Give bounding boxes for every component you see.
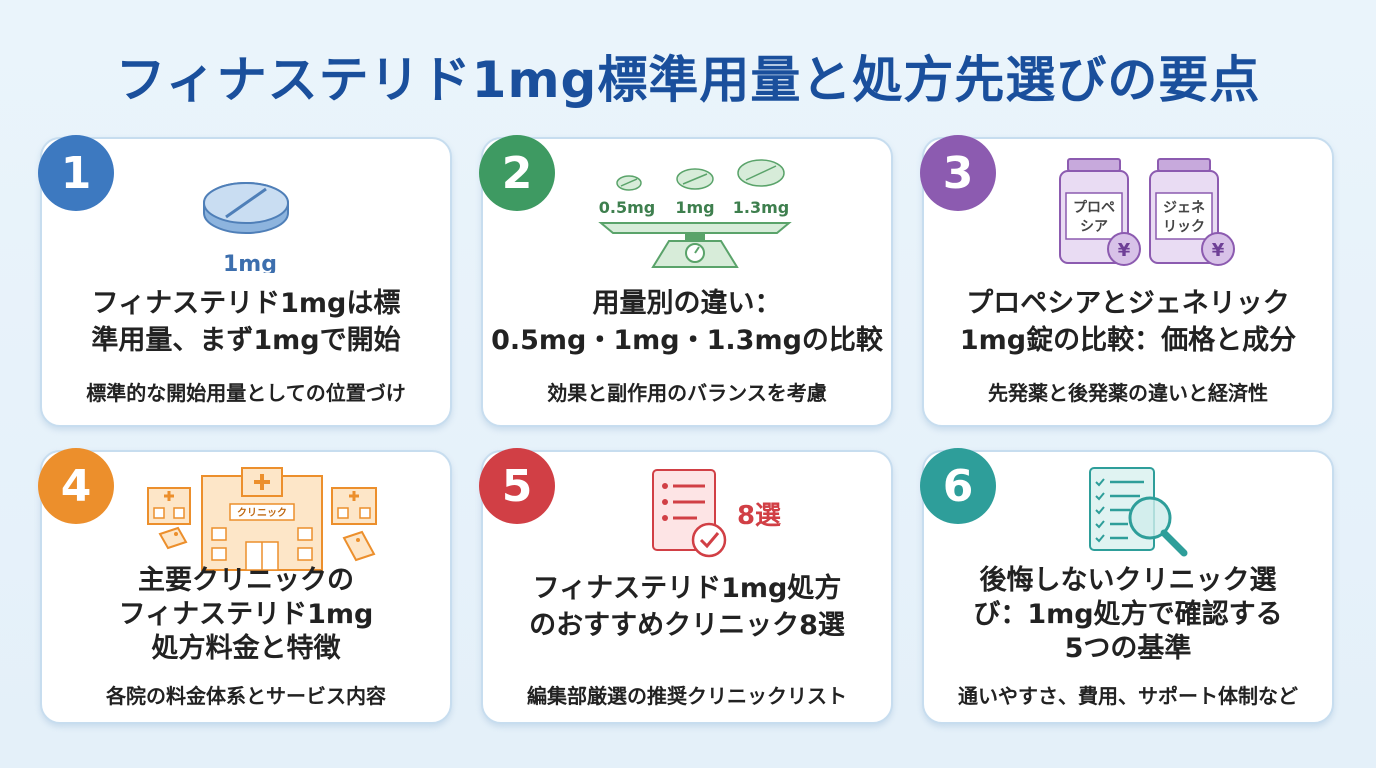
bottle-label-2a: ジェネ <box>1163 200 1205 216</box>
card-4-subtitle: 各院の料金体系とサービス内容 <box>106 684 386 708</box>
step-badge-6: 6 <box>920 448 996 524</box>
eight-picks-label: 8選 <box>737 501 781 531</box>
dose-label-05: 0.5mg <box>599 198 655 217</box>
bottle-label-1b: シア <box>1080 219 1108 235</box>
dose-label-1: 1mg <box>675 198 714 217</box>
bottle-label-2b: リック <box>1163 219 1205 235</box>
card-6: 6 後悔しないクリニック選 び：1mg処方で確認する 5つの基準 通いやすさ、費… <box>920 448 1334 724</box>
step-badge-3: 3 <box>920 135 996 211</box>
card-4-heading: 主要クリニックの フィナステリド1mg 処方料金と特徴 <box>118 565 374 664</box>
step-badge-4: 4 <box>38 448 114 524</box>
card-4: 4 クリニック 主要クリニックの フィナステリド1mg 処方料金と特徴 <box>38 448 452 724</box>
card-3: 3 プロペ シア ¥ ジェネ リック ¥ プロペシアとジェネリック 1mg錠の比… <box>920 135 1334 427</box>
card-1-subtitle: 標準的な開始用量としての位置づけ <box>86 381 406 405</box>
dose-label-13: 1.3mg <box>733 198 789 217</box>
checklist-icon: 8選 <box>652 469 781 558</box>
card-2-heading: 用量別の違い： 0.5mg・1mg・1.3mgの比較 <box>491 288 883 356</box>
bottle-label-1a: プロペ <box>1073 200 1115 216</box>
card-2-subtitle: 効果と副作用のバランスを考慮 <box>547 381 827 405</box>
scale-icon: 0.5mg 1mg 1.3mg <box>598 159 792 268</box>
page-title: フィナステリド1mg標準用量と処方先選びの要点 <box>115 51 1261 109</box>
card-5: 5 8選 フィナステリド1mg処方 のおすすめクリニック8選 編集部厳選の推奨ク… <box>479 448 893 724</box>
clinic-sign-label: クリニック <box>237 507 287 519</box>
yen-coin-icon: ¥ <box>1118 240 1131 261</box>
card-5-subtitle: 編集部厳選の推奨クリニックリスト <box>527 684 847 708</box>
tablet-dose-label: 1mg <box>223 252 277 273</box>
card-6-heading: 後悔しないクリニック選 び：1mg処方で確認する 5つの基準 <box>973 565 1283 664</box>
card-5-heading: フィナステリド1mg処方 のおすすめクリニック8選 <box>529 573 845 641</box>
card-3-subtitle: 先発薬と後発薬の違いと経済性 <box>988 381 1268 405</box>
tablet-icon: 1mg <box>203 182 289 273</box>
step-badge-2: 2 <box>479 135 555 211</box>
card-6-subtitle: 通いやすさ、費用、サポート体制など <box>958 684 1298 708</box>
step-badge-5: 5 <box>479 448 555 524</box>
medicine-bottles-icon: プロペ シア ¥ ジェネ リック ¥ <box>1059 158 1235 266</box>
card-2: 2 0.5mg 1mg 1.3mg 用量別の違い： 0.5mg・1mg・1.3m… <box>479 135 893 427</box>
yen-coin-icon-2: ¥ <box>1212 240 1225 261</box>
step-badge-1: 1 <box>38 135 114 211</box>
card-3-heading: プロペシアとジェネリック 1mg錠の比較：価格と成分 <box>959 288 1297 356</box>
checklist-magnifier-icon <box>1089 467 1188 557</box>
card-1-heading: フィナステリド1mgは標 準用量、まず1mgで開始 <box>91 288 401 356</box>
card-1: 1 1mg フィナステリド1mgは標 準用量、まず1mgで開始 標準的な開始用量… <box>38 135 452 427</box>
clinic-buildings-icon: クリニック <box>147 467 377 571</box>
